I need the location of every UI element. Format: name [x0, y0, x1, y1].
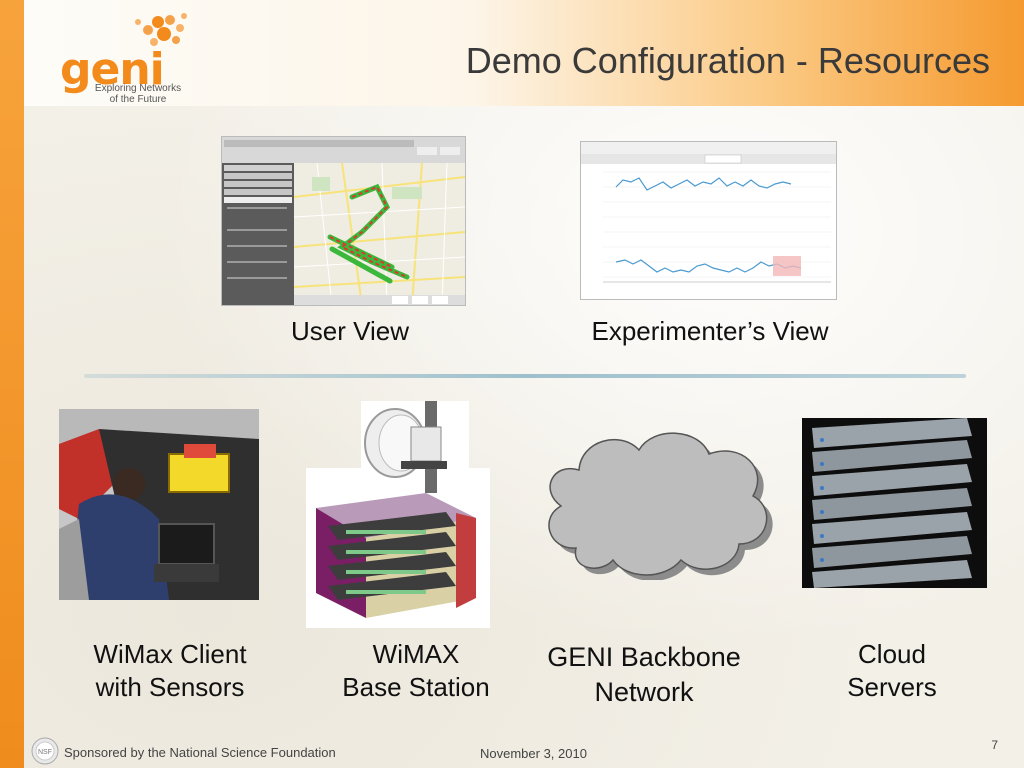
wimax-client-photo	[59, 409, 259, 600]
logo-tagline-line2: of the Future	[109, 94, 167, 105]
wimax-client-image	[59, 409, 259, 600]
left-accent-bar	[0, 0, 24, 768]
geni-backbone-cloud	[531, 418, 776, 581]
experimenter-view-caption: Experimenter’s View	[591, 316, 829, 346]
user-view-screenshot	[221, 136, 466, 306]
cloud-servers-caption: Cloud Servers	[812, 638, 972, 704]
cloud-servers-caption-line2: Servers	[847, 672, 937, 702]
nsf-logo-text: NSF	[38, 749, 52, 756]
geni-logo: geni Exploring Networks of the Future	[52, 8, 192, 108]
section-divider	[84, 374, 966, 378]
cloud-icon	[548, 432, 773, 581]
geni-backbone-caption-line2: Network	[594, 677, 694, 707]
cloud-servers-photo	[802, 418, 987, 588]
logo-word: geni	[60, 44, 165, 95]
header-band	[24, 0, 1024, 106]
experimenter-view-screenshot	[580, 141, 837, 300]
wimax-base-station-caption: WiMAX Base Station	[316, 638, 516, 704]
geni-backbone-caption: GENI Backbone Network	[534, 640, 754, 710]
server-rack-image	[802, 418, 987, 588]
sponsor-text: Sponsored by the National Science Founda…	[64, 745, 336, 760]
logo-tagline: Exploring Networks of the Future	[88, 83, 188, 105]
geni-backbone-caption-line1: GENI Backbone	[547, 642, 741, 672]
geni-logo-dots-icon	[135, 13, 187, 46]
page-number: 7	[991, 738, 998, 752]
nsf-logo-icon: NSF	[31, 737, 59, 765]
antenna-image	[364, 401, 447, 493]
cloud-servers-caption-line1: Cloud	[858, 639, 926, 669]
wimax-base-station-photo	[306, 468, 490, 628]
logo-tagline-line1: Exploring Networks	[94, 83, 182, 94]
user-view-caption: User View	[290, 316, 409, 346]
slide-title: Demo Configuration - Resources	[465, 40, 990, 81]
wimax-client-caption-line2: with Sensors	[95, 672, 245, 702]
user-view-map-image	[222, 137, 465, 305]
experimenter-view-chart-image	[581, 142, 836, 283]
wimax-base-station-caption-line1: WiMAX	[372, 639, 460, 669]
base-station-rack-image	[316, 493, 476, 618]
wimax-base-station-caption-line2: Base Station	[342, 672, 490, 702]
footer-date: November 3, 2010	[480, 746, 587, 761]
wimax-client-caption-line1: WiMax Client	[93, 639, 247, 669]
wimax-client-caption: WiMax Client with Sensors	[70, 638, 270, 704]
footer: NSF Sponsored by the National Science Fo…	[24, 736, 1024, 768]
wimax-antenna-photo	[361, 401, 469, 493]
